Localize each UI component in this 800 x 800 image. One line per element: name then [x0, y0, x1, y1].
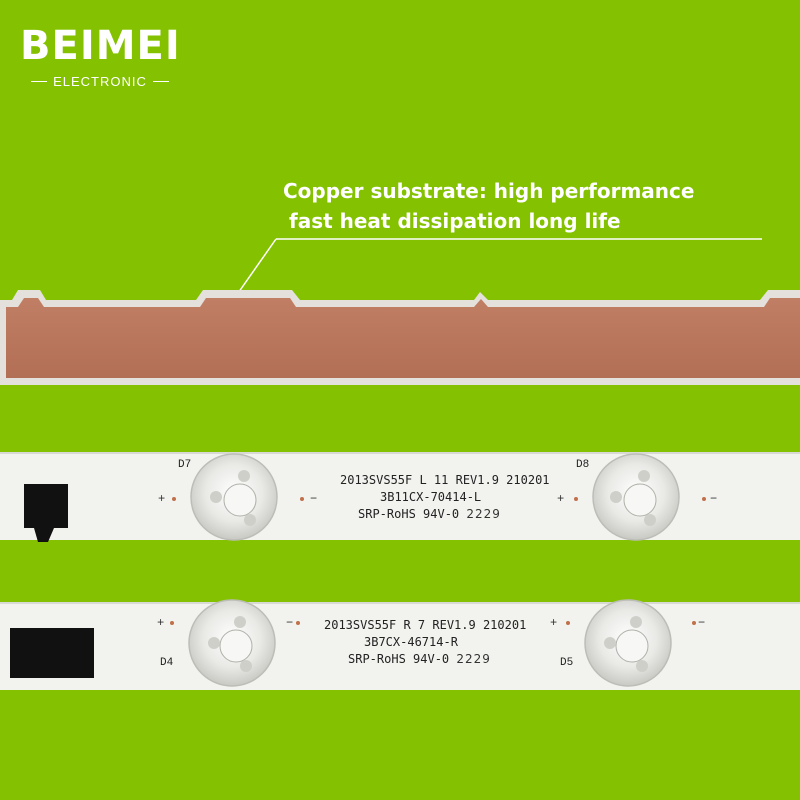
minus-marker: −	[710, 492, 718, 506]
pcb-cert: SRP-RoHS 94V-0	[358, 507, 460, 521]
led-lens	[190, 453, 278, 541]
plus-marker: +	[157, 616, 165, 630]
led-lens	[592, 453, 680, 541]
led-label-d8: D8	[576, 459, 590, 471]
copper-substrate-strip	[0, 290, 800, 385]
pcb-model: 2013SVS55F L 11 REV1.9 210201	[340, 473, 550, 487]
divider-left	[31, 81, 48, 82]
led-lens	[584, 599, 672, 687]
pcb-date-code: 2229	[466, 507, 501, 521]
pcb-marking-bottom: 2013SVS55F R 7 REV1.9 210201 3B7CX-46714…	[324, 617, 526, 668]
plus-marker: +	[557, 492, 565, 506]
led-strip-top	[0, 452, 800, 542]
led-label-d5: D5	[560, 657, 574, 669]
divider-right	[152, 81, 169, 82]
feature-callout: Copper substrate: high performance fast …	[283, 176, 694, 236]
minus-marker: −	[310, 492, 318, 506]
plus-marker: +	[550, 616, 558, 630]
pcb-model: 2013SVS55F R 7 REV1.9 210201	[324, 618, 527, 632]
pcb-part: 3B11CX-70414-L	[380, 490, 482, 504]
brand-name: BEIMEI	[20, 23, 181, 69]
callout-line-1: Copper substrate: high performance	[283, 179, 695, 203]
pcb-cert: SRP-RoHS 94V-0	[348, 652, 450, 666]
brand-subtitle: ELECTRONIC	[53, 74, 147, 89]
minus-marker: −	[698, 616, 706, 630]
pcb-part: 3B7CX-46714-R	[364, 635, 458, 649]
led-lens	[188, 599, 276, 687]
pcb-marking-top: 2013SVS55F L 11 REV1.9 210201 3B11CX-704…	[340, 472, 550, 523]
led-label-d7: D7	[178, 459, 192, 471]
led-label-d4: D4	[160, 657, 174, 669]
brand-logo: BEIMEI ELECTRONIC	[20, 26, 180, 89]
plus-marker: +	[158, 492, 166, 506]
callout-line-2: fast heat dissipation long life	[289, 209, 621, 233]
brand-subtitle-row: ELECTRONIC	[20, 74, 180, 89]
pcb-date-code: 2229	[456, 652, 491, 666]
led-strip-bottom	[0, 599, 800, 690]
callout-pointer	[230, 238, 762, 302]
minus-marker: −	[286, 616, 294, 630]
